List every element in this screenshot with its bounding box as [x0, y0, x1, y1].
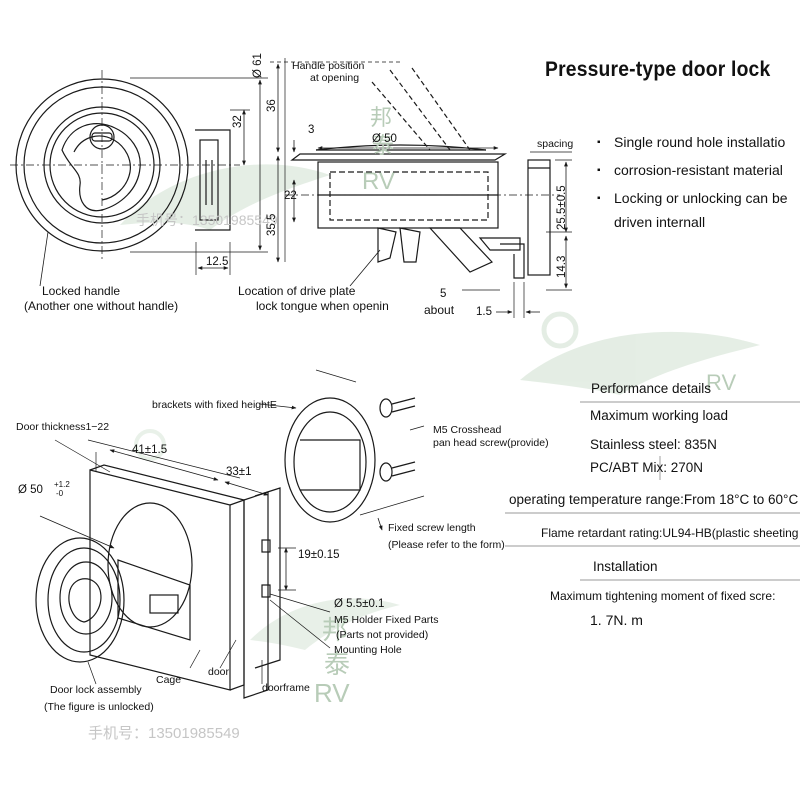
feature-bullet: ▪	[597, 165, 601, 176]
assembly-line2: (The figure is unlocked)	[44, 701, 154, 713]
watermark-brand-cn-top: 邦	[370, 105, 393, 130]
temperature-range: operating temperature range:From 18°C to…	[509, 492, 799, 507]
about-label: about	[424, 303, 455, 317]
dim-35-5: 35.5	[266, 213, 278, 236]
assembly-line1: Door lock assembly	[50, 684, 142, 696]
watermark-phone-top: 手机号：13501985549	[136, 212, 278, 228]
exploded-view-drawing	[35, 369, 425, 699]
handle-position-line2: at opening	[310, 72, 360, 84]
dim-diameter-61: Ø 61	[252, 53, 264, 78]
dim-3: 3	[308, 124, 315, 136]
front-caption-line1: Locked handle	[42, 284, 121, 298]
dim-12-5: 12.5	[206, 256, 229, 268]
performance-heading: Performance details	[591, 381, 712, 396]
page-title: Pressure-type door lock	[545, 58, 771, 81]
screw-bottom	[379, 461, 416, 482]
flame-rating: Flame retardant rating:UL94-HB(plastic s…	[541, 526, 799, 540]
brackets-label: brackets with fixed heightE	[152, 399, 277, 411]
handle-position-line1: Handle position	[292, 60, 365, 72]
dim-19: 19±0.15	[298, 549, 340, 561]
watermark-brand-cn-bottom: 邦	[322, 615, 349, 645]
feature-bullet: ▪	[597, 137, 601, 148]
torque-heading: Maximum tightening moment of fixed scre:	[550, 589, 776, 603]
dim-1-5: 1.5	[476, 306, 492, 318]
screw-label-line1: M5 Crosshead	[433, 424, 502, 436]
door-thickness-label: Door thickness1−22	[16, 421, 110, 433]
spacing-label: spacing	[537, 138, 574, 150]
dim-tol-lower: -0	[56, 489, 64, 498]
feature-item: driven internall	[614, 214, 706, 230]
dim-14-3: 14.3	[556, 255, 568, 278]
watermark-rv-top: RV	[362, 168, 395, 195]
door-label: door	[208, 666, 230, 678]
feature-item: Single round hole installatio	[614, 134, 786, 150]
screw-label-line2: pan head screw(provide)	[433, 437, 549, 449]
pcabt-load: PC/ABT Mix: 270N	[590, 460, 704, 475]
drive-caption-line1: Location of drive plate	[238, 284, 356, 298]
front-view-drawing	[10, 70, 268, 287]
dim-36: 36	[266, 99, 278, 112]
torque-value: 1. 7N. m	[590, 612, 643, 628]
screw-top	[379, 397, 416, 418]
dim-41: 41±1.5	[132, 444, 168, 456]
dim-5-5: Ø 5.5±0.1	[334, 598, 385, 610]
dim-32: 32	[232, 115, 244, 128]
drive-caption-line2: lock tongue when openin	[256, 299, 389, 313]
watermark-brand-cn2-bottom: 泰	[324, 649, 351, 679]
watermark-rv-bottom: RV	[314, 678, 350, 708]
watermark-phone-bottom: 手机号：13501985549	[88, 725, 240, 742]
dim-33: 33±1	[226, 466, 252, 478]
dim-25-5: 25.5±0.5	[556, 185, 568, 230]
dim-22: 22	[284, 190, 297, 202]
stainless-load: Stainless steel: 835N	[590, 437, 717, 452]
side-view-drawing	[270, 58, 572, 318]
doorframe-label: doorframe	[262, 682, 310, 694]
mounting-hole-label: Mounting Hole	[334, 644, 402, 656]
front-caption-line2: (Another one without handle)	[24, 299, 179, 313]
dim-diameter-50: Ø 50	[372, 133, 397, 145]
watermark-brand-cn2-top: 泰	[372, 133, 395, 158]
dim-diameter-50-door: Ø 50	[18, 484, 43, 496]
holder-line2: (Parts not provided)	[336, 629, 429, 641]
cage-label: Cage	[156, 674, 182, 686]
dim-tol-upper: +1.2	[54, 480, 70, 489]
fixed-screw-line1: Fixed screw length	[388, 522, 476, 534]
holder-line1: M5 Holder Fixed Parts	[334, 614, 439, 626]
installation-heading: Installation	[593, 559, 658, 574]
feature-item: Locking or unlocking can be	[614, 190, 788, 206]
feature-bullet: ▪	[597, 193, 601, 204]
watermark-rv-right: RV	[706, 370, 737, 395]
performance-separators	[505, 401, 800, 581]
feature-item: corrosion-resistant material	[614, 162, 783, 178]
dim-5: 5	[440, 288, 447, 300]
fixed-screw-line2: (Please refer to the form)	[388, 539, 505, 551]
load-heading: Maximum working load	[590, 408, 729, 423]
